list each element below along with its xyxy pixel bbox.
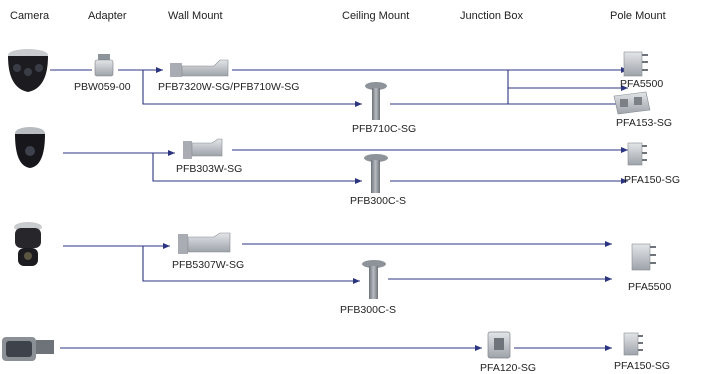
pole-mount-label-4: PFA150-SG — [614, 360, 670, 372]
camera-dome-2 — [15, 127, 45, 168]
header-adapter: Adapter — [88, 10, 127, 22]
pole-mount-label-1a: PFA5500 — [620, 78, 663, 90]
connector-lines — [50, 70, 628, 348]
pole-mount-label-1b: PFA153-SG — [616, 117, 672, 129]
ceiling-mount-label-2: PFB300C-S — [350, 195, 406, 207]
pole-mount-icon-pfa5500-1 — [624, 52, 648, 76]
ceiling-mount-icon-1 — [365, 82, 387, 120]
wall-mount-label-3: PFB5307W-SG — [172, 259, 244, 271]
ceiling-mount-icon-2 — [364, 154, 388, 193]
pole-mount-icon-pfa150-4 — [624, 333, 643, 355]
wall-mount-label-2: PFB303W-SG — [176, 163, 242, 175]
camera-multisensor-1 — [8, 49, 48, 92]
camera-panoramic-4 — [2, 337, 54, 361]
adapter-icon — [95, 54, 113, 76]
pole-mount-label-2: PFA150-SG — [624, 174, 680, 186]
header-camera: Camera — [10, 10, 49, 22]
pole-mount-label-3: PFA5500 — [628, 281, 671, 293]
adapter-label: PBW059-00 — [74, 81, 131, 93]
wall-mount-icon-3 — [178, 233, 230, 254]
camera-ptz-3 — [14, 222, 42, 266]
ceiling-mount-label-3: PFB300C-S — [340, 304, 396, 316]
junction-box-icon — [488, 332, 510, 358]
wall-mount-icon-2 — [183, 139, 222, 159]
junction-box-label: PFA120-SG — [480, 362, 536, 374]
header-junction-box: Junction Box — [460, 10, 523, 22]
ceiling-mount-label-1: PFB710C-SG — [352, 123, 416, 135]
pole-mount-icon-pfa5500-3 — [632, 244, 656, 270]
wall-mount-icon-1 — [170, 60, 228, 77]
wall-mount-label-1: PFB7320W-SG/PFB710W-SG — [158, 81, 299, 93]
header-ceiling-mount: Ceiling Mount — [342, 10, 409, 22]
header-wall-mount: Wall Mount — [168, 10, 223, 22]
pole-mount-icon-pfa150-2 — [628, 143, 647, 165]
header-pole-mount: Pole Mount — [610, 10, 666, 22]
ceiling-mount-icon-3 — [362, 260, 386, 299]
pole-mount-icon-pfa153 — [614, 92, 650, 114]
